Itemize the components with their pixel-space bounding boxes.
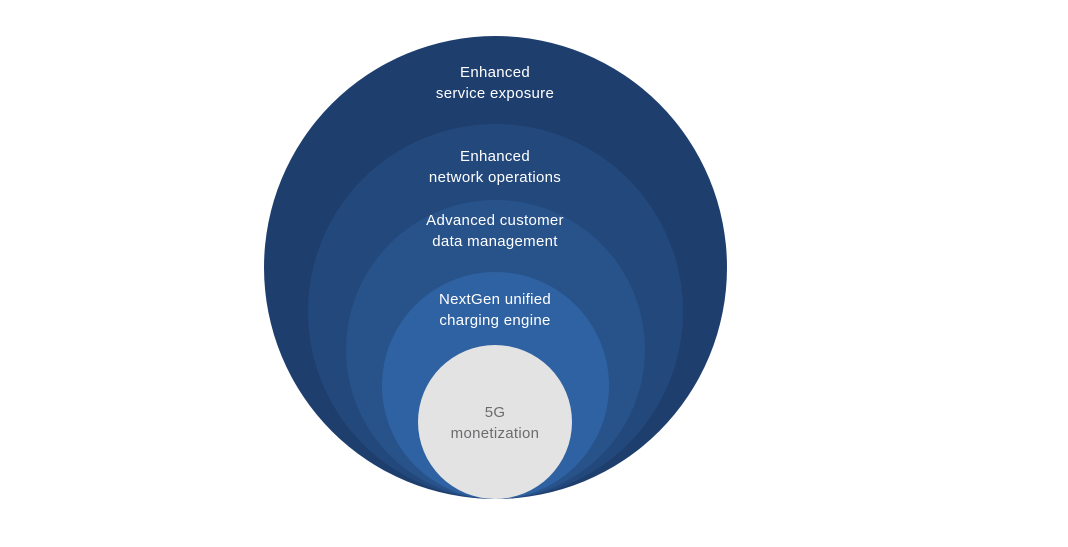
layer-circle-5g-monetization	[418, 345, 572, 499]
layer-label-line: network operations	[428, 169, 562, 186]
layer-label-line: Enhanced	[460, 64, 530, 81]
layer-label-service-exposure: Enhanced service exposure	[436, 62, 554, 104]
layer-label-customer-data-management: Advanced customer data management	[426, 210, 564, 252]
layer-label-charging-engine: NextGen unified charging engine	[439, 289, 551, 331]
layer-label-line: monetization	[450, 425, 540, 442]
layer-label-line: 5G	[484, 404, 506, 421]
layer-label-network-operations: Enhanced network operations	[429, 146, 561, 188]
layer-label-line: Advanced customer	[426, 212, 564, 229]
layer-label-line: service exposure	[435, 85, 555, 102]
layer-label-5g-monetization: 5G monetization	[451, 402, 540, 444]
layer-label-line: Enhanced	[460, 148, 530, 165]
layer-label-line: charging engine	[439, 312, 551, 329]
layer-label-line: data management	[432, 233, 558, 250]
layer-label-line: NextGen unified	[438, 291, 552, 308]
